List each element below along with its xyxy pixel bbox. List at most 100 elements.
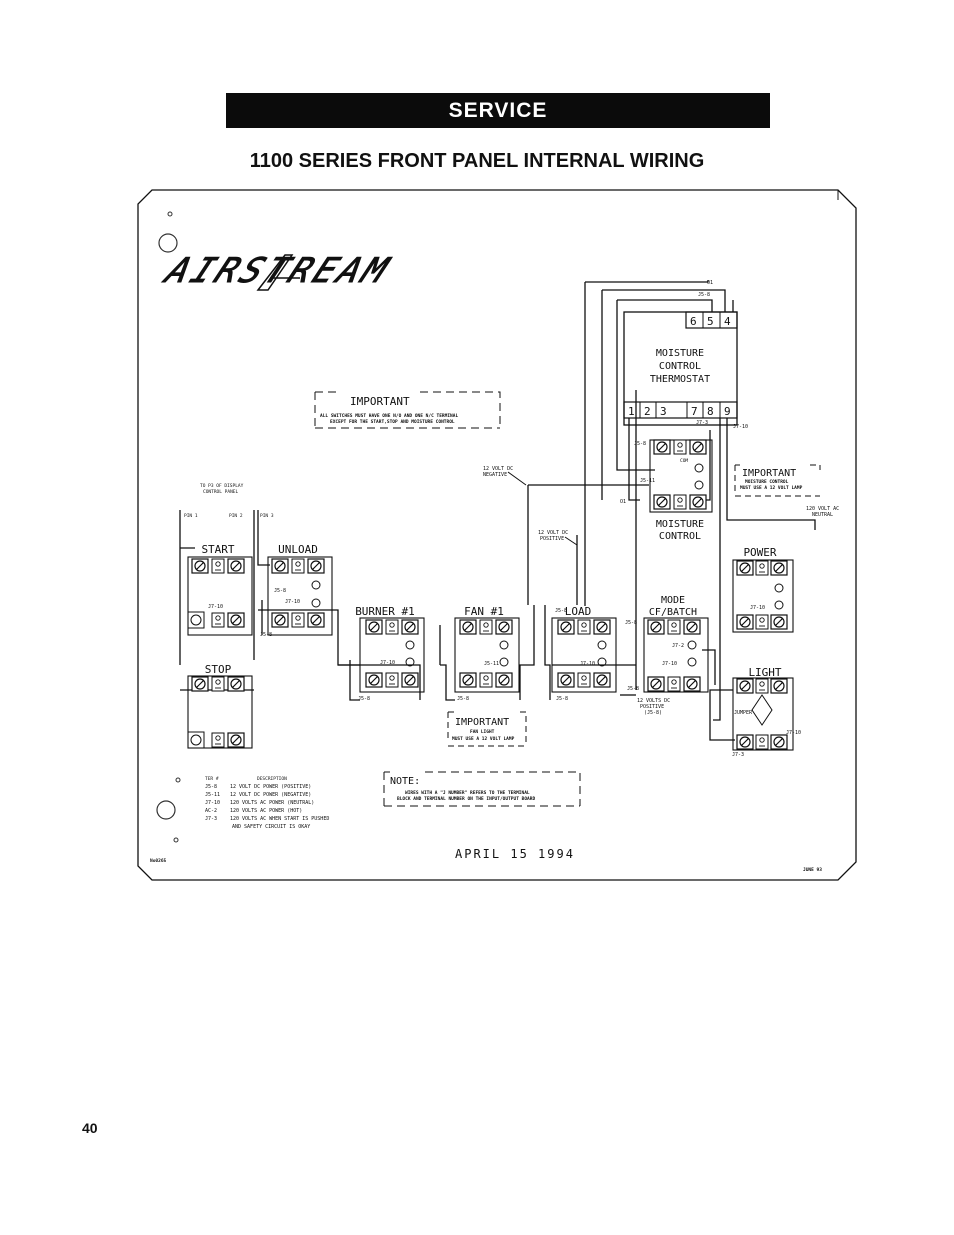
svg-text:(J5-8): (J5-8) [644, 710, 662, 716]
svg-text:MOISTURE: MOISTURE [656, 519, 704, 530]
svg-text:120 VOLTS AC POWER (NEUTRAL): 120 VOLTS AC POWER (NEUTRAL) [230, 800, 314, 806]
svg-text:AC-2: AC-2 [205, 808, 217, 814]
important-bottom-box: IMPORTANT FAN LIGHT MUST USE A 12 VOLT L… [447, 711, 527, 747]
stop-switch: STOP [187, 663, 253, 749]
svg-text:4: 4 [724, 315, 731, 328]
svg-text:COM: COM [680, 458, 688, 464]
svg-text:12 VOLT DC: 12 VOLT DC [483, 466, 513, 472]
punch-hole [175, 777, 181, 783]
svg-text:POSITIVE: POSITIVE [540, 536, 564, 542]
svg-text:J7-3: J7-3 [732, 752, 744, 758]
svg-text:WIRES WITH A "J NUMBER" REFERS: WIRES WITH A "J NUMBER" REFERS TO THE TE… [405, 790, 530, 796]
svg-text:9: 9 [724, 405, 731, 418]
svg-text:12 VOLT DC POWER (POSITIVE): 12 VOLT DC POWER (POSITIVE) [230, 784, 311, 790]
svg-text:DESCRIPTION: DESCRIPTION [257, 776, 287, 782]
svg-text:CONTROL: CONTROL [659, 361, 701, 372]
svg-text:BLOCK AND TERMINAL NUMBER ON T: BLOCK AND TERMINAL NUMBER ON THE INPUT/O… [397, 796, 535, 802]
wires [179, 280, 816, 741]
svg-text:POSITIVE: POSITIVE [640, 704, 664, 710]
diagram-border [137, 189, 857, 881]
svg-text:J7-10: J7-10 [205, 800, 220, 806]
svg-text:J7-10: J7-10 [786, 730, 801, 736]
svg-text:TER #: TER # [205, 776, 219, 782]
svg-text:STOP: STOP [205, 663, 232, 676]
svg-text:J5-8: J5-8 [625, 620, 637, 626]
svg-text:MOISTURE CONTROL: MOISTURE CONTROL [745, 479, 789, 485]
svg-text:1: 1 [628, 405, 635, 418]
svg-text:NOTE:: NOTE: [390, 776, 420, 787]
svg-text:CONTROL: CONTROL [659, 531, 701, 542]
svg-text:120 VOLTS AC POWER (HOT): 120 VOLTS AC POWER (HOT) [230, 808, 302, 814]
svg-text:CF/BATCH: CF/BATCH [649, 607, 697, 618]
svg-text:FAN LIGHT: FAN LIGHT [470, 729, 495, 735]
svg-text:J5-11: J5-11 [484, 661, 499, 667]
diagram-date: APRIL 15 1994 [455, 847, 575, 861]
punch-hole [156, 800, 176, 820]
svg-text:IMPORTANT: IMPORTANT [742, 468, 796, 479]
svg-text:3: 3 [660, 405, 667, 418]
moisture-control-switch: MOISTURE CONTROL [649, 439, 713, 542]
power-switch: POWER [732, 546, 794, 633]
load-switch: LOAD [551, 605, 617, 693]
svg-text:EXCEPT FOR THE START,STOP AND: EXCEPT FOR THE START,STOP AND MOISTURE C… [330, 419, 455, 425]
svg-text:UNLOAD: UNLOAD [278, 543, 318, 556]
svg-text:O1: O1 [707, 280, 713, 286]
svg-text:J5-8: J5-8 [627, 686, 639, 692]
svg-text:J5-8: J5-8 [358, 696, 370, 702]
svg-text:O1: O1 [620, 499, 626, 505]
svg-text:12 VOLTS DC: 12 VOLTS DC [637, 698, 670, 704]
unload-switch: UNLOAD [267, 543, 333, 636]
svg-text:IMPORTANT: IMPORTANT [350, 395, 410, 408]
important-top-box: IMPORTANT ALL SWITCHES MUST HAVE ONE N/O… [314, 391, 501, 429]
note-box: NOTE: WIRES WITH A "J NUMBER" REFERS TO … [383, 771, 581, 807]
mode-switch: MODE CF/BATCH [643, 595, 709, 693]
drawing-number: No0265 [150, 858, 167, 864]
svg-text:2: 2 [644, 405, 651, 418]
svg-text:6: 6 [690, 315, 697, 328]
punch-hole [173, 837, 179, 843]
svg-text:J5-8: J5-8 [260, 632, 272, 638]
start-switch: START [187, 543, 253, 636]
svg-text:J7-10: J7-10 [662, 661, 677, 667]
svg-text:J7-10: J7-10 [380, 660, 395, 666]
svg-text:MUST USE A 12 VOLT LAMP: MUST USE A 12 VOLT LAMP [740, 485, 803, 491]
svg-text:LIGHT: LIGHT [748, 666, 781, 679]
svg-text:START: START [201, 543, 234, 556]
svg-text:NEUTRAL: NEUTRAL [812, 512, 833, 518]
burner-switch: BURNER #1 [355, 605, 425, 693]
light-switch: LIGHT [732, 666, 794, 751]
svg-text:J7-10: J7-10 [580, 661, 595, 667]
svg-text:J5-8: J5-8 [556, 696, 568, 702]
svg-text:BURNER #1: BURNER #1 [355, 605, 415, 618]
svg-text:J7-3: J7-3 [205, 816, 217, 822]
svg-text:J7-10: J7-10 [733, 424, 748, 430]
svg-text:MOISTURE: MOISTURE [656, 348, 704, 359]
svg-text:J7-10: J7-10 [750, 605, 765, 611]
svg-text:AND SAFETY CIRCUIT IS OKAY: AND SAFETY CIRCUIT IS OKAY [232, 824, 310, 830]
svg-text:MODE: MODE [661, 595, 685, 606]
svg-text:CONTROL PANEL: CONTROL PANEL [203, 489, 239, 495]
svg-text:J5-11: J5-11 [205, 792, 220, 798]
svg-text:PIN 2: PIN 2 [229, 513, 243, 519]
svg-text:5: 5 [707, 315, 714, 328]
svg-text:8: 8 [707, 405, 714, 418]
svg-text:POWER: POWER [743, 546, 776, 559]
svg-text:PIN 1: PIN 1 [184, 513, 198, 519]
svg-text:J7-2: J7-2 [672, 643, 684, 649]
svg-text:FAN #1: FAN #1 [464, 605, 504, 618]
drawing-revision: JUNE 93 [803, 867, 822, 873]
svg-text:J7-3: J7-3 [696, 420, 708, 426]
svg-text:J5-8: J5-8 [457, 696, 469, 702]
svg-text:J7-10: J7-10 [208, 604, 223, 610]
svg-text:MUST USE A 12 VOLT LAMP: MUST USE A 12 VOLT LAMP [452, 736, 515, 742]
service-banner: SERVICE [226, 93, 770, 128]
punch-hole [167, 211, 173, 217]
svg-text:12 VOLT DC: 12 VOLT DC [538, 530, 568, 536]
airstream-logo: AIRSTREAM [157, 251, 398, 291]
svg-text:120 VOLT AC: 120 VOLT AC [806, 506, 839, 512]
svg-text:7: 7 [691, 405, 698, 418]
logo-text: AIRSTREAM [158, 252, 398, 291]
service-title: SERVICE [448, 98, 548, 122]
svg-text:THERMOSTAT: THERMOSTAT [650, 374, 710, 385]
